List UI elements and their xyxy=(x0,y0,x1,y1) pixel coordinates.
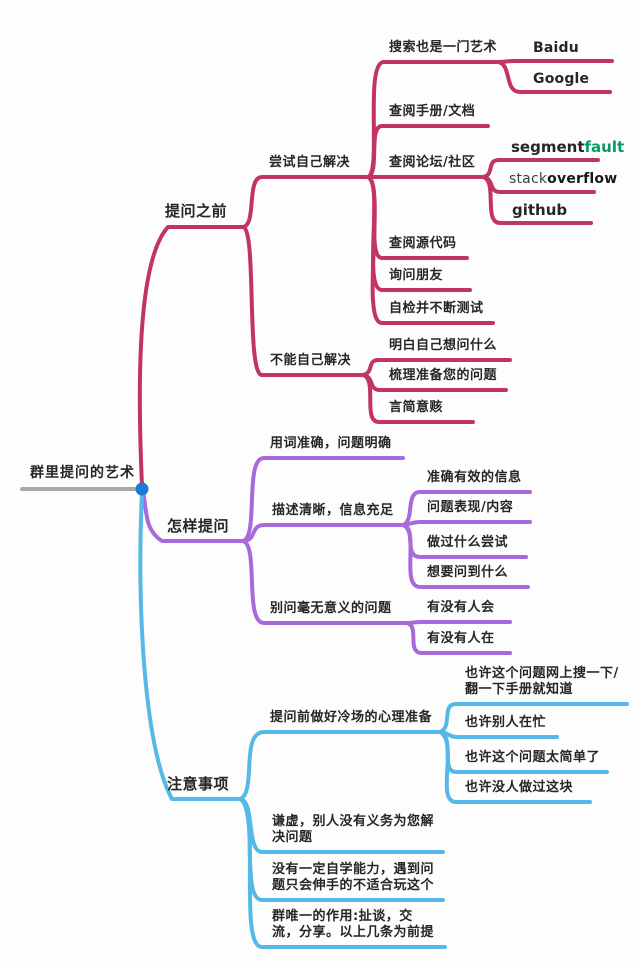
node-organize-question: 梳理准备您的问题 xyxy=(389,368,498,383)
node-source-code: 查阅源代码 xyxy=(389,236,457,251)
edge-what-to-ask xyxy=(401,523,530,589)
node-cannot-self: 不能自己解决 xyxy=(270,353,352,368)
node-accurate-wording: 用词准确，问题明确 xyxy=(270,436,392,451)
node-valid-info: 准确有效的信息 xyxy=(427,470,522,485)
segmentfault-green-part: fault xyxy=(584,138,625,156)
node-know-what-ask: 明白自己想问什么 xyxy=(389,338,498,353)
node-stackoverflow: stackoverflow xyxy=(509,171,617,188)
node-before-asking: 提问之前 xyxy=(165,202,228,220)
node-maybe-nobody-did: 也许没人做过这块 xyxy=(465,780,574,795)
edge-google xyxy=(496,60,612,94)
node-group-purpose: 群唯一的作用:扯谈，交 流，分享。以上几条为前提 xyxy=(272,909,435,940)
edge-maybe-busy xyxy=(438,730,559,739)
node-root: 群里提问的艺术 xyxy=(30,465,135,481)
node-what-tried: 做过什么尝试 xyxy=(427,535,509,550)
edge-accurate-wording xyxy=(241,456,405,543)
node-concise: 言简意赅 xyxy=(389,400,444,415)
node-forum-community: 查阅论坛/社区 xyxy=(389,155,476,170)
edge-baidu xyxy=(496,59,614,64)
node-cold-response: 提问前做好冷场的心理准备 xyxy=(270,710,433,725)
node-anyone-there: 有没有人在 xyxy=(427,631,495,646)
node-ask-friends: 询问朋友 xyxy=(389,268,444,283)
node-meaningless-question: 别问毫无意义的问题 xyxy=(270,601,392,616)
edge-maybe-nobody-did xyxy=(438,730,592,804)
edge-anyone-there xyxy=(405,621,512,655)
edge-cold-response xyxy=(238,730,442,801)
edge-manual-docs xyxy=(366,124,490,179)
node-self-learning: 没有一定自学能力，遇到问 题只会伸手的不适合玩这个 xyxy=(272,862,435,893)
node-anyone-know: 有没有人会 xyxy=(427,600,495,615)
node-be-humble: 谦虚，别人没有义务为您解 决问题 xyxy=(272,814,435,845)
edge-clear-description xyxy=(241,523,405,543)
edge-maybe-searchable xyxy=(438,702,629,734)
node-clear-description: 描述清晰，信息充足 xyxy=(272,503,394,518)
node-search-art: 搜索也是一门艺术 xyxy=(389,40,498,55)
stackoverflow-bold-part: overflow xyxy=(547,171,618,187)
edge-anyone-know xyxy=(405,620,512,625)
edge-problem-content xyxy=(401,520,532,527)
edge-self-test xyxy=(366,175,495,325)
node-google: Google xyxy=(533,71,590,87)
segmentfault-black-part: segment xyxy=(511,138,585,156)
node-maybe-too-simple: 也许这个问题太简单了 xyxy=(465,750,601,765)
node-segmentfault: segmentfault xyxy=(511,138,624,156)
node-maybe-searchable: 也许这个问题网上搜一下/ 翻一下手册就知道 xyxy=(465,666,619,697)
stackoverflow-light-part: stack xyxy=(509,171,548,187)
node-what-to-ask: 想要问到什么 xyxy=(427,565,509,580)
edge-notes-trunk xyxy=(138,490,242,801)
edge-meaningless-question xyxy=(241,539,409,625)
node-github: github xyxy=(512,201,568,219)
edge-group-purpose xyxy=(238,797,447,949)
edge-github xyxy=(481,175,593,225)
edge-try-self xyxy=(241,175,370,229)
node-problem-content: 问题表现/内容 xyxy=(427,500,514,515)
node-try-self: 尝试自己解决 xyxy=(269,155,351,170)
node-baidu: Baidu xyxy=(533,40,579,56)
edge-how-trunk xyxy=(141,489,245,543)
root-junction-dot xyxy=(135,482,149,496)
edge-concise xyxy=(361,373,475,424)
node-self-test: 自检并不断测试 xyxy=(389,301,484,316)
node-notes: 注意事项 xyxy=(167,775,230,793)
edge-cannot-self xyxy=(241,225,365,377)
node-manual-docs: 查阅手册/文档 xyxy=(389,104,476,119)
node-maybe-busy: 也许别人在忙 xyxy=(465,715,547,730)
edge-before-trunk xyxy=(137,225,245,488)
node-how-to-ask: 怎样提问 xyxy=(167,517,230,535)
